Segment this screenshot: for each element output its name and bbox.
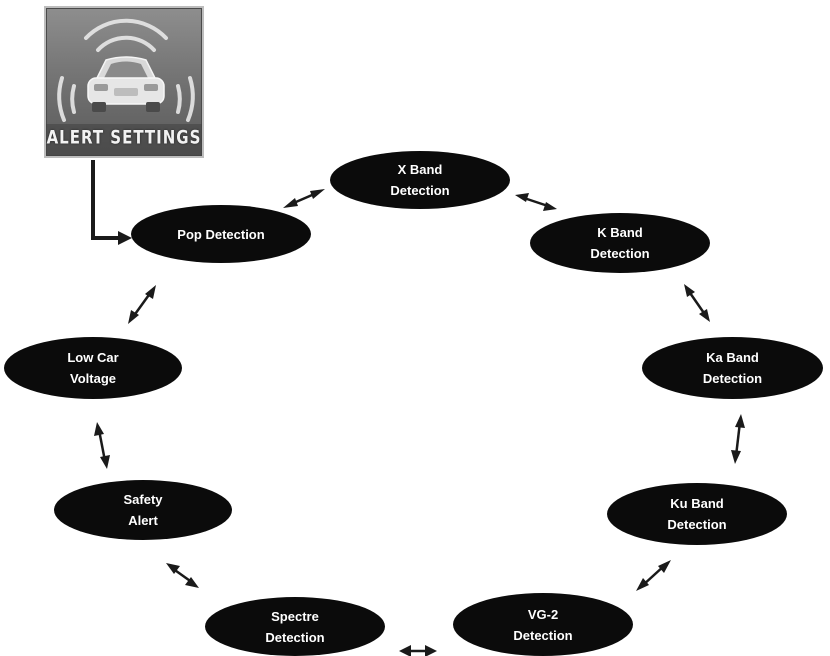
node-k-band-line1: K Band xyxy=(597,225,643,240)
node-spectre-line2: Detection xyxy=(265,629,325,645)
node-vg2-line1: VG-2 xyxy=(527,606,559,622)
node-pop-line1: Pop Detection xyxy=(177,226,265,242)
node-ka-band-line2: Detection xyxy=(702,371,763,386)
arrow-x-band-k-band xyxy=(515,193,557,211)
car-with-signal-waves-icon xyxy=(46,18,202,156)
node-low-voltage-line2: Voltage xyxy=(70,371,116,386)
node-vg2-detection: VG-2 Detection xyxy=(453,593,633,656)
arrow-ka-band-ku-band xyxy=(731,414,745,464)
node-low-car-voltage: Low Car Voltage xyxy=(4,337,182,399)
node-x-band-line2: Detection xyxy=(390,183,450,198)
node-k-band-detection: K Band Detection xyxy=(530,213,710,273)
arrow-safety-low-voltage xyxy=(94,422,110,469)
node-ka-band-detection: Ka Band Detection xyxy=(642,337,823,399)
node-pop-detection: Pop Detection xyxy=(131,205,311,263)
node-x-band-detection: X Band Detection xyxy=(330,151,510,209)
node-spectre-line1: Spectre xyxy=(271,608,319,624)
arrow-vg2-spectre xyxy=(399,645,437,656)
node-ku-band-line2: Detection xyxy=(667,517,727,532)
node-x-band-line1: X Band xyxy=(397,162,443,177)
node-ka-band-line1: Ka Band xyxy=(706,350,759,365)
arrow-spectre-safety xyxy=(166,563,199,588)
node-vg2-line2: Detection xyxy=(513,627,573,643)
arrow-k-band-ka-band xyxy=(684,284,710,322)
node-safety-alert: Safety Alert xyxy=(54,480,232,540)
node-safety-line1: Safety xyxy=(123,492,163,507)
arrow-ku-band-vg2 xyxy=(636,560,671,591)
arrow-pop-x-band xyxy=(283,189,325,208)
node-safety-line2: Alert xyxy=(128,513,158,528)
arrow-low-voltage-pop xyxy=(128,285,156,324)
node-spectre-detection: Spectre Detection xyxy=(205,597,385,656)
node-low-voltage-line1: Low Car xyxy=(67,350,119,365)
node-k-band-line2: Detection xyxy=(590,246,650,261)
node-ku-band-detection: Ku Band Detection xyxy=(607,483,787,545)
alert-settings-label: ALERT SETTINGS xyxy=(46,125,202,149)
node-ku-band-line1: Ku Band xyxy=(670,496,724,511)
icon-to-pop-connector xyxy=(91,160,132,245)
alert-settings-icon[interactable]: ALERT SETTINGS xyxy=(44,6,204,158)
